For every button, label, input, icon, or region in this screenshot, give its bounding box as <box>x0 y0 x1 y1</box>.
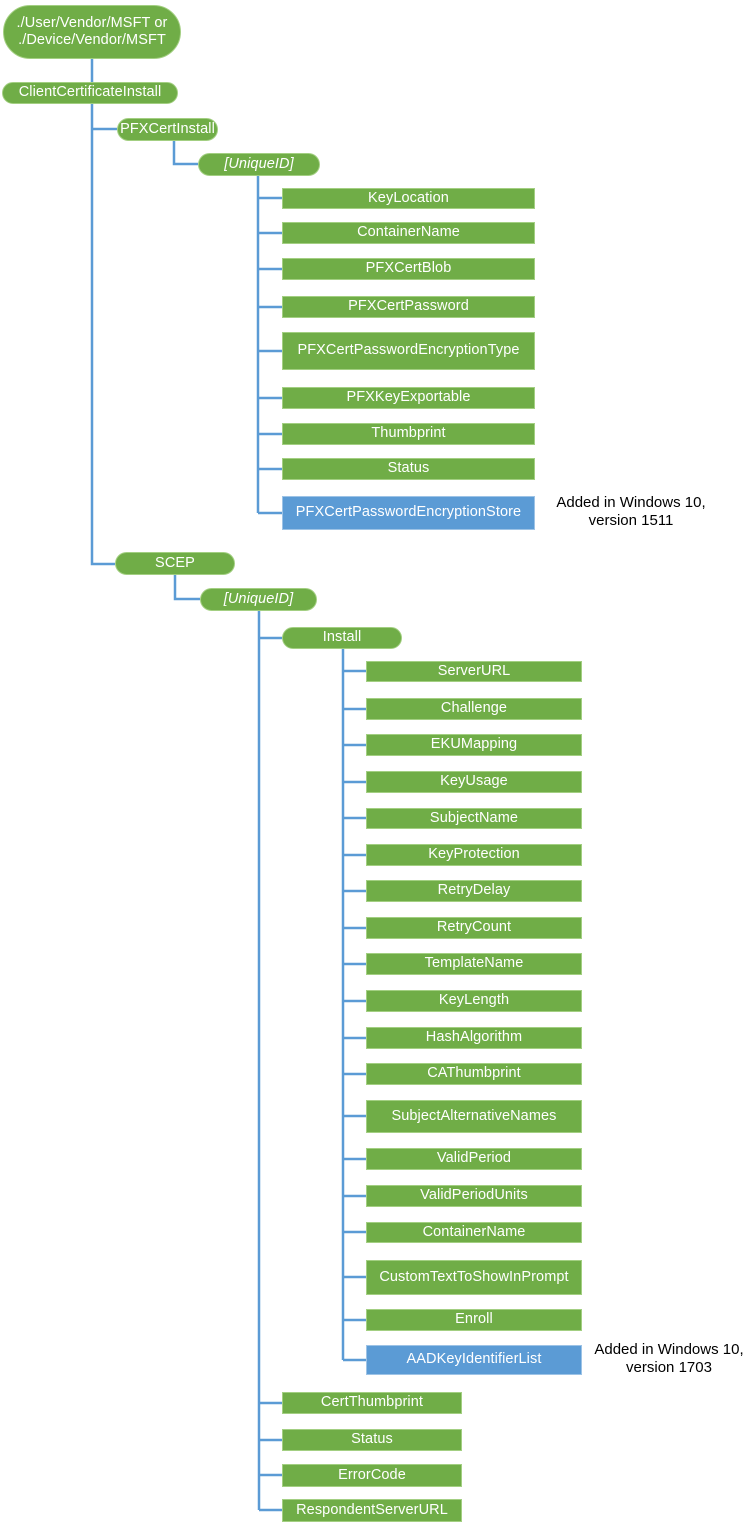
node-hashalgorithm: HashAlgorithm <box>366 1027 582 1049</box>
node-cathumbprint: CAThumbprint <box>366 1063 582 1085</box>
node-keyprotection: KeyProtection <box>366 844 582 866</box>
node-enroll: Enroll <box>366 1309 582 1331</box>
node-templatename: TemplateName <box>366 953 582 975</box>
node-subjectname: SubjectName <box>366 808 582 829</box>
node-validperiodunits: ValidPeriodUnits <box>366 1185 582 1207</box>
node-keyusage: KeyUsage <box>366 771 582 793</box>
node-pfx-status: Status <box>282 458 535 480</box>
connector-line <box>172 141 198 166</box>
node-scep-containername: ContainerName <box>366 1222 582 1243</box>
node-ekumapping: EKUMapping <box>366 734 582 756</box>
node-certthumbprint: CertThumbprint <box>282 1392 462 1414</box>
node-pfx-thumbprint: Thumbprint <box>282 423 535 445</box>
node-aadkeyidentifierlist: AADKeyIdentifierList <box>366 1345 582 1375</box>
node-customtexttoshowinprompt: CustomTextToShowInPrompt <box>366 1260 582 1295</box>
node-errorcode: ErrorCode <box>282 1464 462 1487</box>
node-pfxcertblob: PFXCertBlob <box>282 258 535 280</box>
node-pfxkeyexportable: PFXKeyExportable <box>282 387 535 409</box>
node-keylength: KeyLength <box>366 990 582 1012</box>
node-scep-status: Status <box>282 1429 462 1451</box>
node-scep: SCEP <box>115 552 235 575</box>
node-retrydelay: RetryDelay <box>366 880 582 902</box>
connector-line <box>173 575 200 601</box>
node-pfxcertinstall: PFXCertInstall <box>117 118 218 141</box>
node-retrycount: RetryCount <box>366 917 582 939</box>
node-pfx-uniqueid: [UniqueID] <box>198 153 320 176</box>
node-challenge: Challenge <box>366 698 582 720</box>
node-root-path: ./User/Vendor/MSFT or ./Device/Vendor/MS… <box>3 5 181 59</box>
node-install: Install <box>282 627 402 649</box>
node-subjectalternativenames: SubjectAlternativeNames <box>366 1100 582 1133</box>
node-scep-uniqueid: [UniqueID] <box>200 588 317 611</box>
node-pfxcertpassword: PFXCertPassword <box>282 296 535 318</box>
node-pfx-containername: ContainerName <box>282 222 535 244</box>
node-clientcertificateinstall: ClientCertificateInstall <box>2 82 178 104</box>
note-1703: Added in Windows 10, version 1703 <box>594 1341 744 1376</box>
node-validperiod: ValidPeriod <box>366 1148 582 1170</box>
node-respondentserverurl: RespondentServerURL <box>282 1499 462 1522</box>
node-pfxcertpasswordencryptionstore: PFXCertPasswordEncryptionStore <box>282 496 535 530</box>
node-serverurl: ServerURL <box>366 661 582 682</box>
node-pfxcertpasswordencryptiontype: PFXCertPasswordEncryptionType <box>282 332 535 370</box>
connector-line <box>90 104 115 566</box>
note-1511: Added in Windows 10, version 1511 <box>556 494 706 529</box>
node-keylocation: KeyLocation <box>282 188 535 209</box>
